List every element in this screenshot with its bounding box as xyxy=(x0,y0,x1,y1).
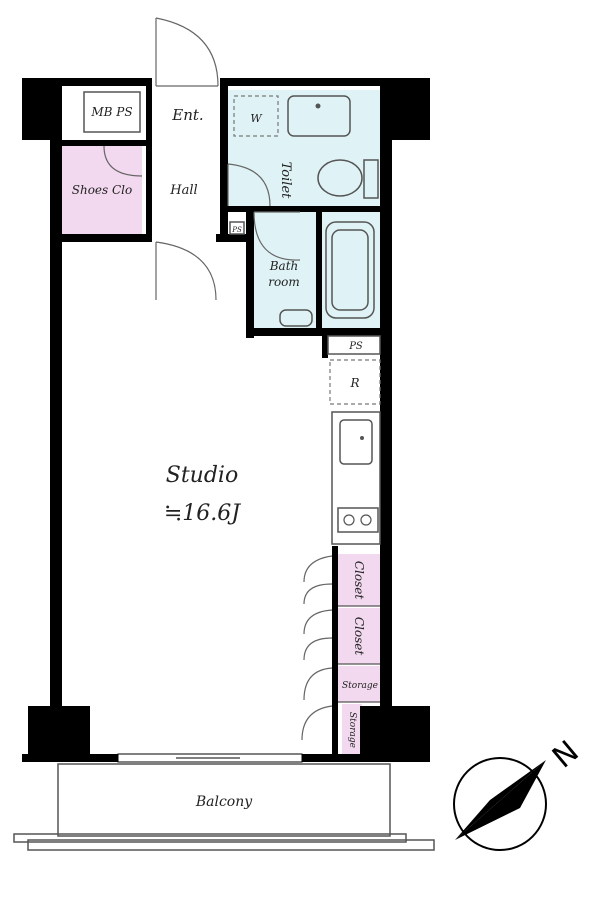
compass: N xyxy=(453,734,586,851)
label-ps-small: PS xyxy=(231,226,242,234)
storage-2-door[interactable] xyxy=(301,705,333,741)
wall-top-right xyxy=(220,78,430,86)
wall-bath-left xyxy=(246,212,254,338)
refrigerator-space xyxy=(329,359,381,405)
hall-door[interactable] xyxy=(155,241,217,301)
label-mb-ps: MB PS xyxy=(90,105,132,119)
compass-north-label: N xyxy=(546,734,586,775)
bathtub xyxy=(325,221,375,319)
label-bath-1: Bath xyxy=(269,259,299,273)
closet-2-fill xyxy=(338,608,380,664)
wall-hall-bottom-left xyxy=(62,234,152,242)
balcony-rail xyxy=(13,833,407,843)
storage-2-fill xyxy=(342,704,362,754)
storage-1-fill xyxy=(338,666,380,702)
bath-sink xyxy=(279,309,313,327)
wall-top-left xyxy=(22,78,152,86)
bath-door[interactable] xyxy=(253,211,301,261)
column-top-right xyxy=(380,78,430,140)
wall-toilet-bottom xyxy=(228,206,380,212)
label-shoes-closet: Shoes Clo xyxy=(72,183,133,197)
label-refrigerator: R xyxy=(349,376,359,390)
wall-hall-bottom-right xyxy=(216,234,246,242)
storage-door[interactable] xyxy=(303,667,333,701)
ps-box xyxy=(327,335,381,355)
wall-left xyxy=(50,140,62,760)
toilet-bowl xyxy=(317,159,363,197)
closet-2-door[interactable] xyxy=(303,609,333,661)
column-top-left xyxy=(22,78,62,140)
ps-small-box xyxy=(229,221,245,235)
wall-right xyxy=(380,140,392,760)
label-ps: PS xyxy=(348,341,363,352)
wall-storage-left xyxy=(332,546,338,754)
label-closet-2: Closet xyxy=(352,617,366,656)
label-studio-area: ≒16.6J xyxy=(164,501,241,526)
mb-ps-box xyxy=(83,91,141,133)
stove xyxy=(337,507,379,533)
label-storage-2: Storage xyxy=(347,712,357,748)
wall-bath-inner xyxy=(316,212,322,328)
label-washer: W xyxy=(250,112,263,125)
label-hall: Hall xyxy=(169,183,197,198)
label-storage-1: Storage xyxy=(342,681,378,691)
washer-space xyxy=(233,95,279,137)
balcony xyxy=(57,763,391,837)
bath-toilet-fill xyxy=(228,90,380,212)
entrance-door[interactable] xyxy=(155,17,219,87)
label-studio: Studio xyxy=(166,463,238,488)
closet-1-door[interactable] xyxy=(303,555,333,605)
wall-ent-left xyxy=(146,86,152,236)
kitchen-sink xyxy=(339,419,373,465)
toilet-door[interactable] xyxy=(227,163,271,207)
wall-ps-left xyxy=(322,336,328,358)
label-entrance: Ent. xyxy=(171,106,203,124)
label-toilet: Toilet xyxy=(278,162,293,199)
wall-bath-bottom xyxy=(246,328,380,336)
shoes-closet-fill xyxy=(62,146,142,236)
label-bath-2: room xyxy=(268,275,300,289)
label-balcony: Balcony xyxy=(195,794,253,810)
column-bottom-left xyxy=(28,706,90,758)
label-closet-1: Closet xyxy=(352,561,366,600)
washbasin xyxy=(287,95,351,137)
kitchen-counter xyxy=(331,411,381,545)
wall-shoes-top xyxy=(62,140,146,146)
wall-ent-right xyxy=(220,86,228,236)
column-bottom-right xyxy=(360,706,430,758)
shoes-closet-door[interactable] xyxy=(103,145,143,177)
closet-1-fill xyxy=(338,554,380,606)
